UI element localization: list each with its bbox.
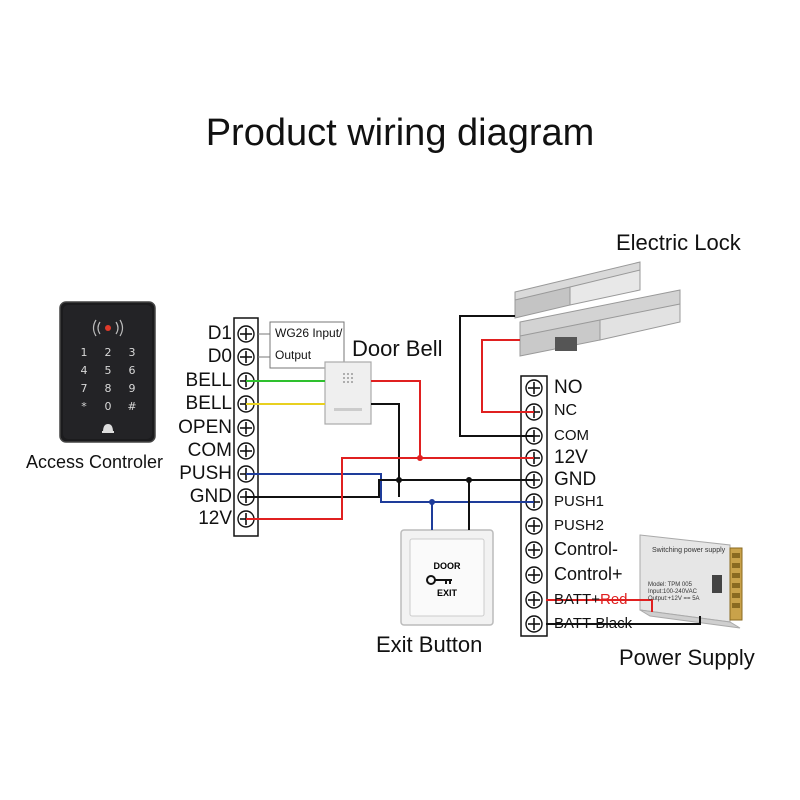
right-terminal-text: BATT-Black <box>554 615 633 632</box>
right-terminal-text: PUSH1 <box>554 493 605 510</box>
screw-terminal-icon <box>525 591 543 609</box>
right-terminal-label: BATT+Red <box>554 591 628 608</box>
wg26-label-line2: Output <box>275 348 312 362</box>
keypad-key: 5 <box>105 364 112 377</box>
right-terminal-label: BATT-Black <box>554 615 632 632</box>
left-terminal-label: OPEN <box>178 417 232 438</box>
screw-terminal-icon <box>525 517 543 535</box>
exit-button-door-text: DOOR <box>434 561 462 571</box>
wg26-label-line1: WG26 Input/ <box>275 326 343 340</box>
right-terminal-text: GND <box>554 468 597 490</box>
right-terminal-label: Control+ <box>554 564 623 585</box>
wire-red-12v <box>246 457 534 520</box>
wire-red-batt <box>546 599 653 612</box>
keypad-key: # <box>127 400 136 413</box>
ps-output: Output:+12V == 5A <box>648 596 700 602</box>
wire-black-lock <box>459 315 534 437</box>
right-terminal-block <box>520 375 548 637</box>
right-terminal-text: Control+ <box>554 564 623 585</box>
ps-input: Input:100-240VAC <box>648 589 698 595</box>
left-terminal-label: GND <box>189 486 232 507</box>
wire-red-lock <box>481 339 534 413</box>
keypad-key: * <box>81 400 87 413</box>
keypad-key: 8 <box>105 382 112 395</box>
power-supply-label: Switching power supply Model: TPM 005 In… <box>648 547 726 602</box>
right-terminal-text: NC <box>554 402 578 420</box>
wire-red-bell <box>371 380 421 458</box>
key-icon <box>426 575 452 585</box>
ps-model: Model: TPM 005 <box>648 582 693 588</box>
electric-lock-device <box>514 261 681 357</box>
screw-terminal-icon <box>237 325 255 343</box>
right-terminal-label: 12V <box>554 447 588 469</box>
wire-black-gnd <box>246 479 534 498</box>
left-terminal-label: BELL <box>185 370 232 391</box>
keypad-key: 6 <box>129 364 136 377</box>
keypad-key: 2 <box>105 346 112 359</box>
left-terminal-label: COM <box>187 440 232 461</box>
wire-blue-push <box>246 473 534 503</box>
right-terminal-text: NO <box>554 376 583 398</box>
keypad-key: 3 <box>129 346 136 359</box>
right-terminal-text: PUSH2 <box>554 517 605 534</box>
keypad-key: 1 <box>81 346 88 359</box>
keypad-key: 4 <box>81 364 88 377</box>
power-supply-label: Power Supply <box>619 645 755 670</box>
keypad-key: 7 <box>81 382 88 395</box>
page-title: Product wiring diagram <box>205 112 595 154</box>
right-terminal-label: NC <box>554 402 577 420</box>
keypad: 1 2 3 4 5 6 7 8 9 * 0 # <box>81 346 137 413</box>
power-supply-device <box>639 534 743 629</box>
door-bell-device <box>324 361 372 425</box>
left-terminal-block <box>233 317 259 537</box>
right-terminal-text: COM <box>554 427 589 444</box>
right-terminal-text: BATT+ <box>554 591 600 608</box>
right-terminal-label: NO <box>554 377 583 399</box>
screw-terminal-icon <box>525 615 543 633</box>
left-terminal-label: PUSH <box>179 463 232 484</box>
keypad-key: 0 <box>105 400 112 413</box>
access-controller-label: Access Controler <box>26 452 164 472</box>
right-terminal-label: GND <box>554 469 596 491</box>
screw-terminal-icon <box>237 348 255 366</box>
right-terminal-label: PUSH2 <box>554 517 604 534</box>
left-terminal-label: D1 <box>207 323 232 344</box>
screw-terminal-icon <box>525 379 543 397</box>
right-terminal-label: COM <box>554 427 589 444</box>
screw-terminal-icon <box>237 419 255 437</box>
right-terminal-text: Control- <box>554 539 619 560</box>
exit-button-device <box>400 529 494 626</box>
exit-button-label: Exit Button <box>376 632 483 657</box>
exit-button-exit-text: EXIT <box>437 588 458 598</box>
wires <box>246 315 701 625</box>
door-bell-label: Door Bell <box>352 336 443 361</box>
wg26-box <box>269 321 345 369</box>
screw-terminal-icon <box>237 442 255 460</box>
right-terminal-label: Control- <box>554 539 618 560</box>
left-terminal-label: D0 <box>207 346 232 367</box>
electric-lock-label: Electric Lock <box>616 230 741 255</box>
right-terminal-label: PUSH1 <box>554 493 604 510</box>
keypad-key: 9 <box>129 382 136 395</box>
left-terminal-label: 12V <box>198 508 232 529</box>
screw-terminal-icon <box>525 541 543 559</box>
screw-terminal-icon <box>525 566 543 584</box>
access-controller-device: 1 2 3 4 5 6 7 8 9 * 0 # <box>59 301 156 443</box>
batt-plus-red-text: Red <box>599 591 628 608</box>
wire-black-bell <box>371 403 400 497</box>
right-terminal-text: 12V <box>554 446 588 468</box>
wire-black-batt <box>546 616 701 625</box>
bell-icon <box>102 424 114 433</box>
ps-name: Switching power supply <box>652 547 726 554</box>
rfid-icon <box>92 319 124 337</box>
left-terminal-label: BELL <box>185 393 232 414</box>
